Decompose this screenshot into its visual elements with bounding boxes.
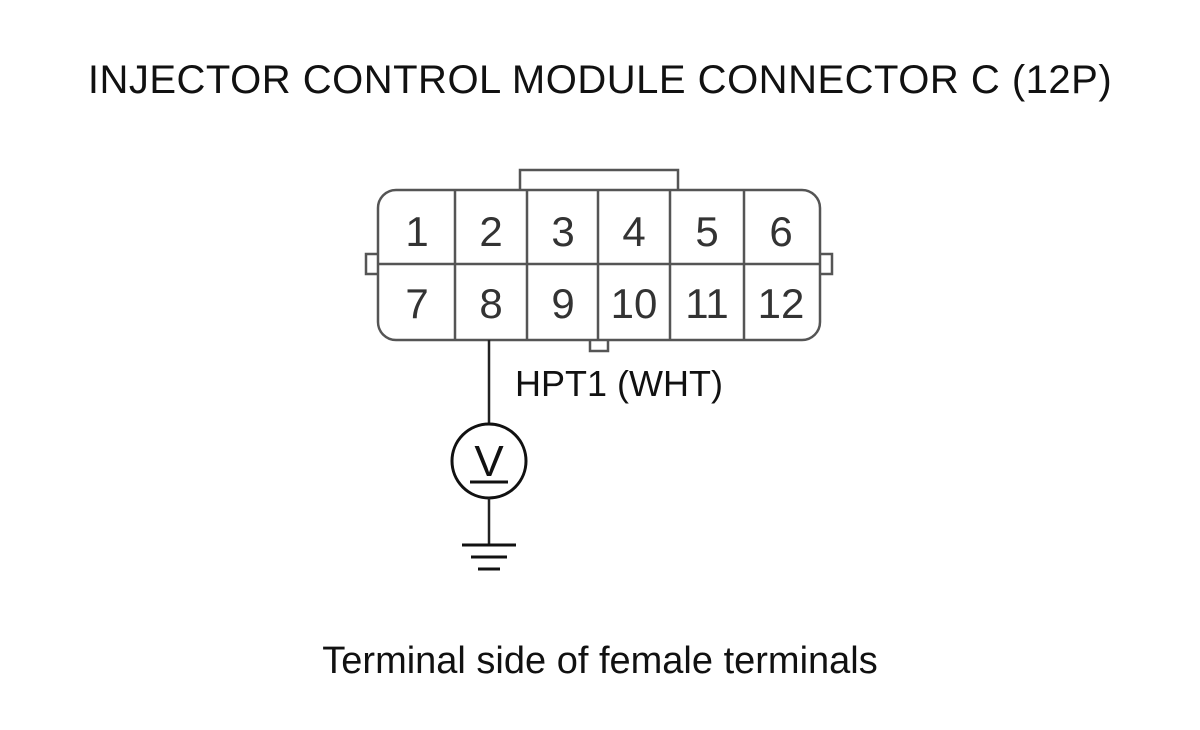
pin-12-label: 12 [758, 280, 805, 327]
wire-label: HPT1 (WHT) [515, 363, 723, 404]
diagram-title: INJECTOR CONTROL MODULE CONNECTOR C (12P… [87, 58, 1113, 102]
pin-3-label: 3 [551, 208, 574, 255]
pin-11-label: 11 [685, 280, 729, 327]
ground-icon [462, 543, 516, 571]
voltmeter-symbol: V [474, 437, 504, 486]
pin-4-label: 4 [622, 208, 645, 255]
pin-9-label: 9 [551, 280, 574, 327]
pin-2-label: 2 [479, 208, 502, 255]
pin-5-label: 5 [695, 208, 718, 255]
pin-1-label: 1 [405, 208, 428, 255]
diagram-caption: Terminal side of female terminals [322, 640, 878, 682]
connector-lock-tab [518, 168, 680, 190]
pin-8-label: 8 [479, 280, 502, 327]
pin-10-label: 10 [611, 280, 658, 327]
pin-6-label: 6 [769, 208, 792, 255]
pin-7-label: 7 [405, 280, 428, 327]
